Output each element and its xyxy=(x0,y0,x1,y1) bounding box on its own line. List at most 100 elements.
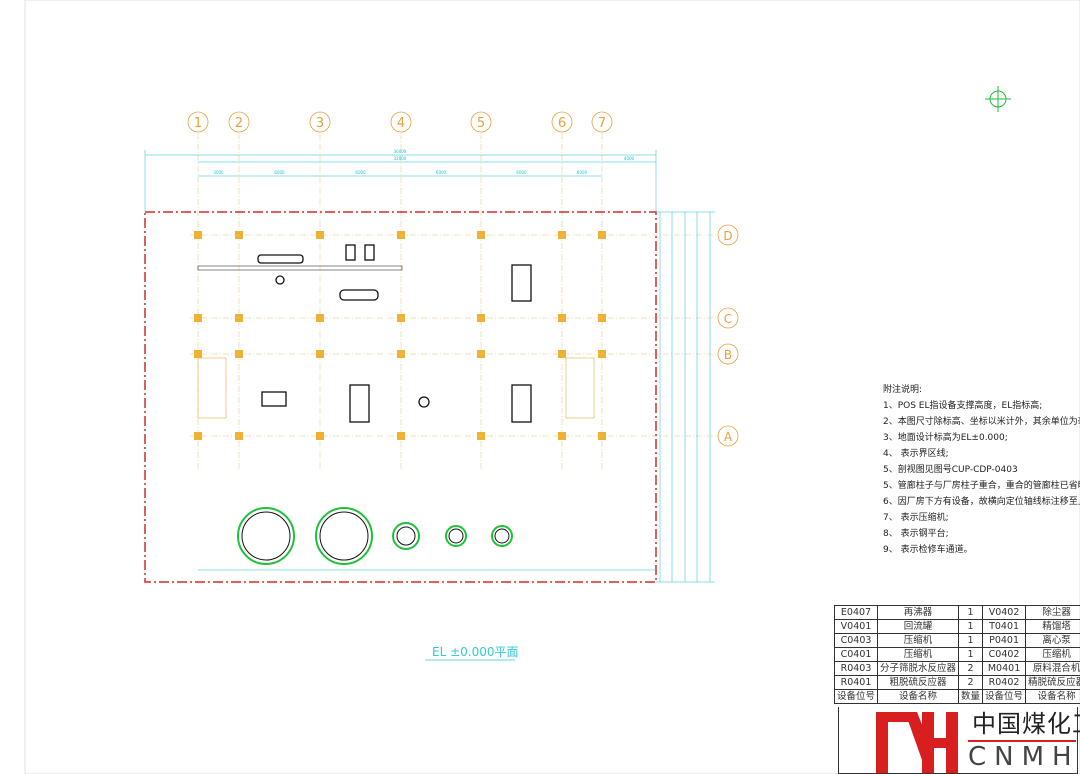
dimension-text: 6000 xyxy=(355,170,366,175)
axis-label: B xyxy=(724,348,732,362)
table-cell: P0401 xyxy=(982,633,1027,648)
boundary-line xyxy=(144,211,657,583)
logo-mark xyxy=(876,712,1076,774)
pump-2 xyxy=(418,396,430,408)
table-header-cell: 设备名称 xyxy=(877,689,960,704)
compressor-c0402 xyxy=(511,264,532,302)
table-cell: V0402 xyxy=(982,605,1027,620)
axis-bubble-5 xyxy=(470,111,492,133)
note-item: 8、 表示钢平台; xyxy=(883,529,949,539)
north-arrow-icon xyxy=(985,86,1011,112)
compressor-c0403 xyxy=(261,391,287,407)
table-row: C0401压缩机1C0402压缩机1 xyxy=(833,647,1080,662)
table-cell: 精馏塔 xyxy=(1025,619,1080,634)
axis-bubble-3 xyxy=(309,111,331,133)
table-cell: 2 xyxy=(958,675,984,690)
table-cell: 压缩机 xyxy=(1025,647,1080,662)
table-cell: 1 xyxy=(958,605,984,620)
dimension-text: 6000 xyxy=(274,170,285,175)
table-row: V0401回流罐1T0401精馏塔1 xyxy=(833,619,1080,634)
vessel-small-2 xyxy=(364,244,375,261)
table-header: 设备位号设备名称数量设备位号设备名称数量 xyxy=(833,689,1080,704)
table-header-cell: 数量 xyxy=(958,689,984,704)
axis-bubble-D xyxy=(717,224,739,246)
table-cell: 离心泵 xyxy=(1025,633,1080,648)
dimension-text: 3000 xyxy=(213,170,224,175)
drawing-frame xyxy=(24,0,1080,774)
table-header-cell: 设备名称 xyxy=(1025,689,1080,704)
table-row: R0403分子筛脱水反应器2M0401原料混合机1 xyxy=(833,661,1080,676)
table-cell: M0401 xyxy=(982,661,1027,676)
axis-bubble-2 xyxy=(228,111,250,133)
axis-bubble-1 xyxy=(187,111,209,133)
axis-label: D xyxy=(723,229,732,243)
table-cell: 精脱硫反应器 xyxy=(1025,675,1080,690)
dimension-text: 4000 xyxy=(624,156,635,161)
dimension-text: 32000 xyxy=(394,156,407,161)
logo-text-cn: 中国煤化工 xyxy=(972,710,1080,738)
axis-bubble-4 xyxy=(390,111,412,133)
note-item: 5、剖视图见图号CUP-CDP-0403 xyxy=(883,465,1018,475)
axis-label: 4 xyxy=(397,116,405,131)
logo-text-en: CNMHG xyxy=(968,742,1080,772)
dimension-text: 6000 xyxy=(436,170,447,175)
note-item: 2、本图尺寸除标高、坐标以米计外，其余单位为毫米; xyxy=(883,417,1080,427)
note-item: 3、地面设计标高为EL±0.000; xyxy=(883,433,1008,443)
table-cell: R0401 xyxy=(833,675,879,690)
table-cell: E0407 xyxy=(833,605,879,620)
axis-label: 3 xyxy=(316,116,324,131)
note-item: 1、POS EL指设备支撑高度，EL指标高; xyxy=(883,401,1043,411)
table-cell: 1 xyxy=(958,619,984,634)
tower-unit xyxy=(349,384,370,423)
axis-bubble-B xyxy=(717,343,739,365)
table-cell: 1 xyxy=(958,647,984,662)
axis-bubble-6 xyxy=(551,111,573,133)
axis-label: 1 xyxy=(194,116,202,131)
table-cell: T0401 xyxy=(982,619,1027,634)
dimension-text: 36000 xyxy=(394,149,407,154)
table-header-cell: 设备位号 xyxy=(982,689,1027,704)
axis-bubble-C xyxy=(717,307,739,329)
table-cell: 2 xyxy=(958,661,984,676)
table-cell: R0403 xyxy=(833,661,879,676)
table-cell: 原料混合机 xyxy=(1025,661,1080,676)
note-item: 7、 表示压缩机; xyxy=(883,513,949,523)
table-cell: 1 xyxy=(958,633,984,648)
axis-label: 5 xyxy=(477,116,485,131)
table-cell: C0401 xyxy=(833,647,879,662)
table-cell: 再沸器 xyxy=(877,605,960,620)
drum xyxy=(339,289,379,301)
pump xyxy=(275,275,285,285)
axis-label: 7 xyxy=(598,116,606,131)
dimension-text: 6000 xyxy=(577,170,588,175)
axis-label: 6 xyxy=(558,116,566,131)
notes: 附注说明: 1、POS EL指设备支撑高度，EL指标高; 2、本图尺寸除标高、坐… xyxy=(883,382,1080,558)
table-cell: C0402 xyxy=(982,647,1027,662)
table-row: E0407再沸器1V0402除尘器1 xyxy=(833,605,1080,620)
note-item: 9、 表示检修车通道。 xyxy=(883,545,973,555)
pipe-rack xyxy=(197,265,403,271)
compressor-c0401 xyxy=(257,254,304,264)
table-row: C0403压缩机1P0401离心泵2 xyxy=(833,633,1080,648)
equipment xyxy=(197,244,532,423)
axis-bubble-7 xyxy=(591,111,613,133)
axis-label: 2 xyxy=(235,116,243,131)
table-cell: C0403 xyxy=(833,633,879,648)
notes-title: 附注说明: xyxy=(883,385,923,395)
table-cell: 粗脱硫反应器 xyxy=(877,675,960,690)
table-cell: 分子筛脱水反应器 xyxy=(877,661,960,676)
plan-title: EL ±0.000平面 xyxy=(432,645,519,659)
axis-label: C xyxy=(724,312,732,326)
axis-bubble-A xyxy=(717,425,739,447)
table-cell: V0401 xyxy=(833,619,879,634)
note-item: 4、 表示界区线; xyxy=(883,449,949,459)
table-cell: 回流罐 xyxy=(877,619,960,634)
table-cell: 除尘器 xyxy=(1025,605,1080,620)
table-row: R0401粗脱硫反应器2R0402精脱硫反应器1 xyxy=(833,675,1080,690)
note-item: 5、管廊柱子与厂房柱子重合，重合的管廊柱已省略; xyxy=(883,481,1080,491)
reactor-box xyxy=(511,384,532,423)
vessels xyxy=(237,507,513,565)
